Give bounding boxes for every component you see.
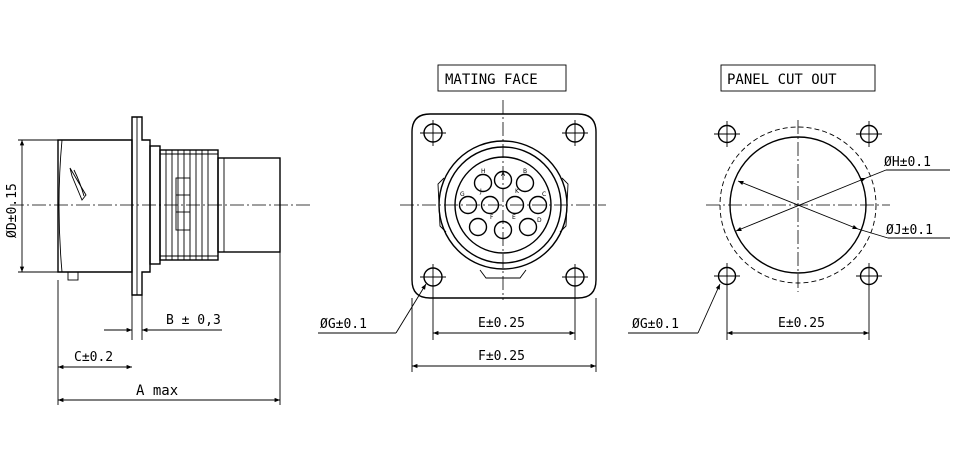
side-view bbox=[10, 116, 312, 405]
contact-letter: F bbox=[490, 214, 494, 221]
dim-d-label: ØD±0.15 bbox=[5, 183, 20, 238]
contact-letter: B bbox=[523, 168, 527, 175]
contact-letter: H bbox=[481, 168, 486, 175]
contact-letter: C bbox=[542, 191, 546, 198]
dim-c-label: C±0.2 bbox=[74, 350, 113, 365]
mating-face-view bbox=[318, 64, 606, 372]
panel-cutout-view bbox=[628, 64, 950, 340]
dim-g-left-label: ØG±0.1 bbox=[320, 317, 367, 332]
dim-e-right-label: E±0.25 bbox=[778, 316, 825, 331]
dim-e-left-label: E±0.25 bbox=[478, 316, 525, 331]
contact-letter: E bbox=[512, 214, 516, 221]
contact-letter: K bbox=[515, 188, 520, 195]
dim-g-right-label: ØG±0.1 bbox=[632, 317, 679, 332]
dim-h-label: ØH±0.1 bbox=[884, 155, 931, 170]
dim-b-label: B ± 0,3 bbox=[166, 313, 221, 328]
mating-face-title: MATING FACE bbox=[445, 72, 538, 88]
contact-letter: J bbox=[479, 188, 482, 195]
contact-letter-group: A B C D E F G H J K bbox=[460, 168, 546, 224]
contact-letter: A bbox=[501, 171, 506, 178]
dim-j-label: ØJ±0.1 bbox=[886, 223, 933, 238]
contact-letter: G bbox=[460, 191, 465, 198]
panel-cutout-title: PANEL CUT OUT bbox=[727, 72, 837, 88]
contact-letter: D bbox=[537, 217, 542, 224]
dim-f-label: F±0.25 bbox=[478, 349, 525, 364]
dim-a-label: A max bbox=[136, 383, 178, 399]
